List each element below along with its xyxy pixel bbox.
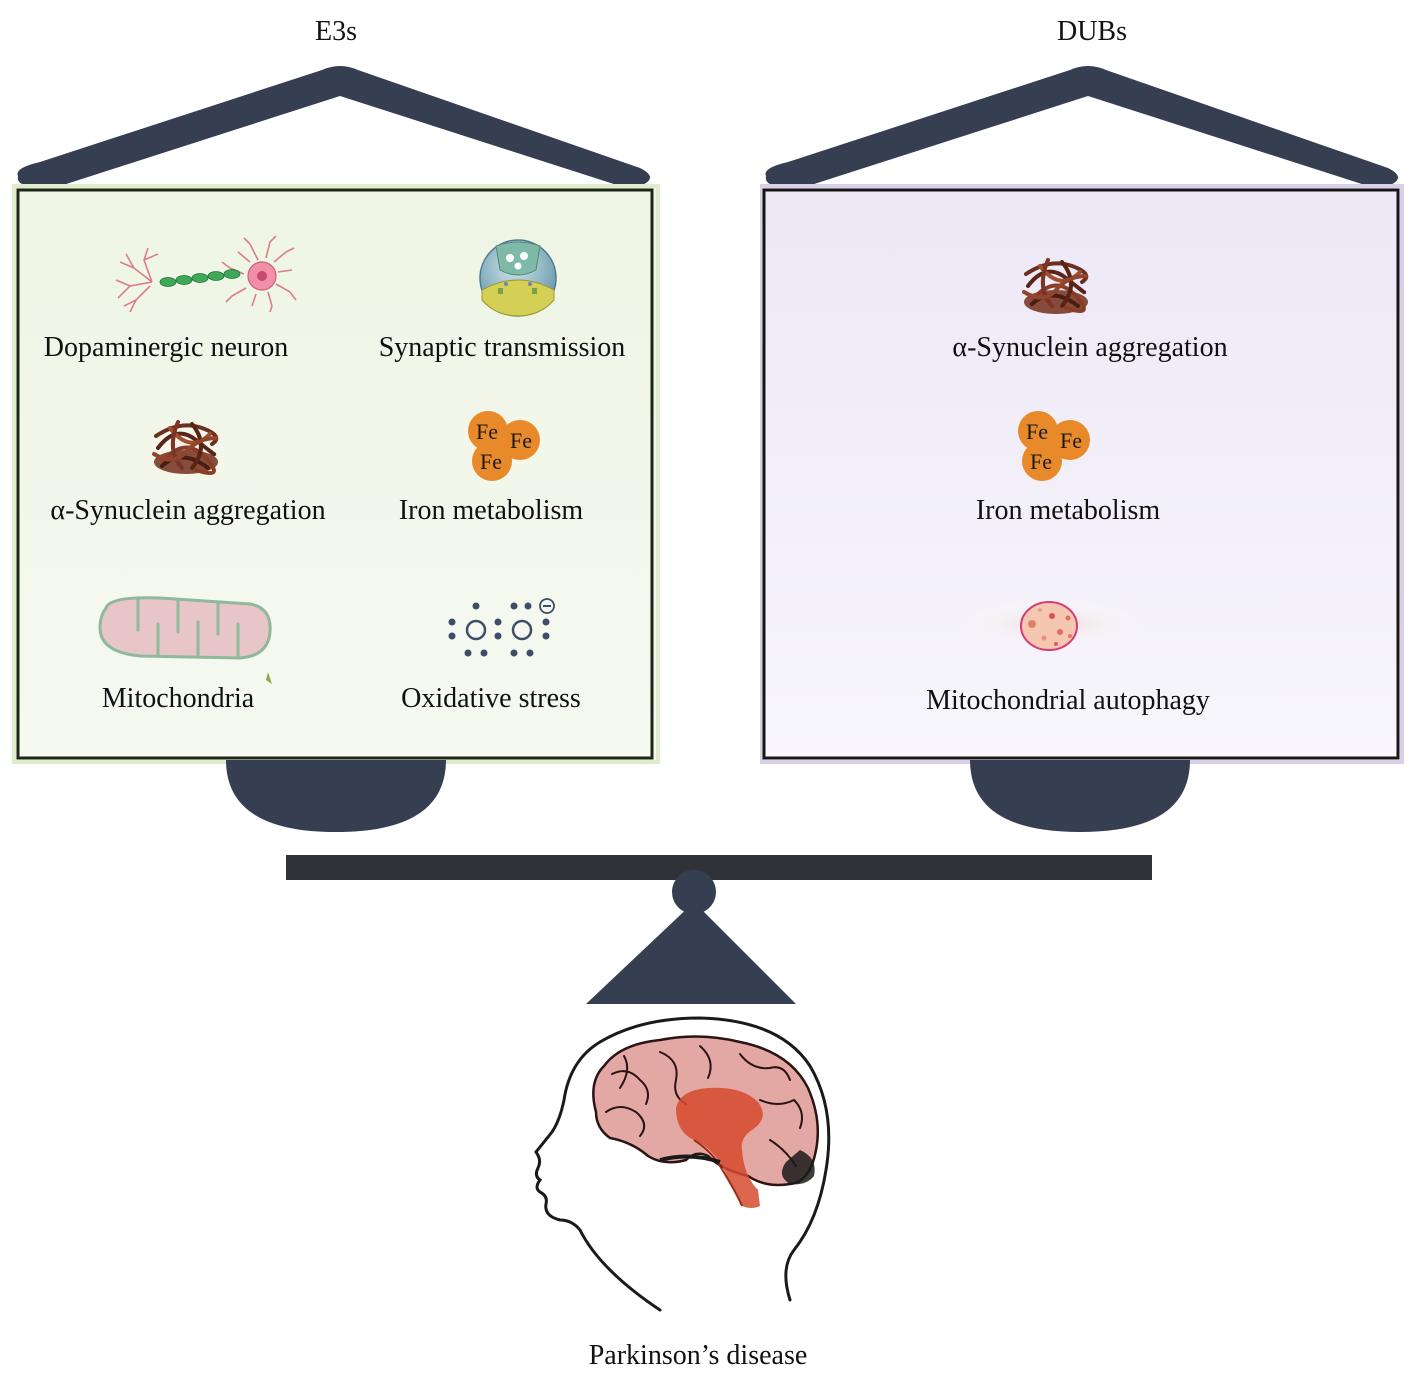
right-item-label: Iron metabolism	[975, 495, 1161, 526]
mitochondrion-icon	[98, 596, 272, 684]
footer-label: Parkinson’s disease	[588, 1340, 808, 1371]
left-pan-bowl	[226, 760, 446, 832]
right-item-label: Mitochondrial autophagy	[926, 685, 1210, 716]
iron-symbol: Fe	[476, 419, 498, 444]
iron-icon: Fe Fe Fe	[1018, 411, 1090, 481]
synapse-icon	[479, 239, 557, 317]
synuclein-aggregate-icon	[152, 420, 219, 475]
right-pan-roof	[765, 66, 1398, 186]
right-pan-title: DUBs	[1056, 16, 1128, 47]
iron-symbol: Fe	[480, 449, 502, 474]
iron-symbol: Fe	[1026, 419, 1048, 444]
brain-icon	[534, 1016, 831, 1312]
synuclein-aggregate-icon	[1022, 258, 1089, 314]
left-pan-title: E3s	[315, 16, 357, 47]
left-pan-roof	[17, 66, 650, 186]
left-item-label: Iron metabolism	[398, 495, 584, 526]
scale-stand	[586, 902, 796, 1004]
left-item-label: Dopaminergic neuron	[43, 332, 289, 363]
head-outline-icon	[534, 1016, 831, 1312]
iron-symbol: Fe	[510, 428, 532, 453]
right-pan-bowl	[970, 760, 1190, 832]
left-item-label: α-Synuclein aggregation	[50, 495, 326, 526]
left-item-label: Synaptic transmission	[378, 332, 626, 363]
left-pan-panel	[12, 184, 660, 764]
neuron-icon	[115, 235, 297, 313]
mitophagy-icon	[960, 598, 1144, 651]
scale-pivot	[672, 870, 716, 914]
left-item-label: Oxidative stress	[401, 683, 581, 714]
scale-beam	[286, 855, 1152, 880]
right-item-label: α-Synuclein aggregation	[952, 332, 1228, 363]
iron-icon: Fe Fe Fe	[468, 411, 540, 481]
left-item-label: Mitochondria	[101, 683, 255, 714]
oxidative-stress-icon	[448, 598, 555, 657]
iron-symbol: Fe	[1060, 428, 1082, 453]
iron-symbol: Fe	[1030, 449, 1052, 474]
